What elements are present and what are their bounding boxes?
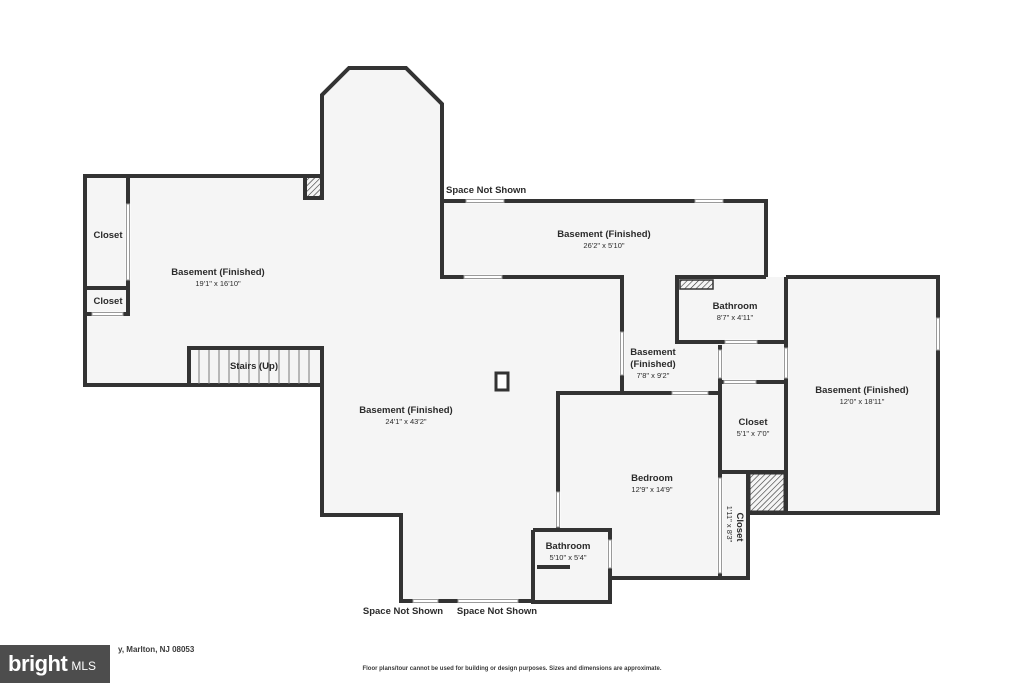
room-dim: 5'10" x 5'4" (550, 553, 587, 562)
room-name: Basement (Finished) (815, 385, 908, 396)
bright-mls-logo: bright MLS (0, 645, 110, 683)
wall (720, 472, 750, 580)
disclaimer: Floor plans/tour cannot be used for buil… (362, 666, 662, 672)
room-name: Closet (93, 296, 123, 307)
room-name: (Finished) (630, 359, 675, 370)
room-name: Bathroom (713, 301, 758, 312)
room-name: Basement (Finished) (359, 405, 452, 416)
room-name: Basement (Finished) (557, 229, 650, 240)
room-dim: 1'11" x 8'3" (725, 506, 734, 543)
wall (83, 174, 322, 387)
wall (320, 385, 533, 603)
wall (556, 391, 720, 530)
room-dim: 12'0" x 18'11" (840, 397, 885, 406)
wall (320, 66, 624, 392)
room-name: Bedroom (631, 473, 673, 484)
space-not-shown-note: Space Not Shown (457, 606, 537, 617)
room-name: Bathroom (546, 541, 591, 552)
wall (187, 346, 324, 385)
logo-sub-text: MLS (71, 659, 97, 673)
hatched-fixture (679, 279, 714, 290)
room-name: Closet (738, 417, 768, 428)
room-dim: 24'1" x 43'2" (385, 417, 426, 426)
room-name: Basement (Finished) (171, 267, 264, 278)
room-dim: 26'2" x 5'10" (583, 241, 624, 250)
room-dim: 7'8" x 9'2" (637, 371, 670, 380)
room-name: Basement (630, 347, 676, 358)
space-not-shown-note: Space Not Shown (446, 185, 526, 196)
room-dim: 8'7" x 4'11" (717, 313, 754, 322)
wall (442, 199, 768, 277)
room-dim: 19'1" x 16'10" (195, 279, 241, 288)
logo-main-text: bright (8, 651, 68, 676)
room-name: Stairs (Up) (230, 361, 278, 372)
stairs (198, 350, 310, 384)
wall (531, 528, 612, 604)
column (494, 371, 510, 392)
room-dim: 12'9" x 14'9" (631, 485, 672, 494)
property-address: y, Marlton, NJ 08053 (118, 645, 195, 654)
space-not-shown-note: Space Not Shown (363, 606, 443, 617)
floor-main (85, 68, 938, 602)
room-name: Closet (93, 230, 123, 241)
wall (786, 275, 940, 515)
column (303, 174, 324, 200)
room-dim: 5'1" x 7'0" (737, 429, 770, 438)
hatched-fixture (749, 473, 785, 512)
room-name: Closet (734, 512, 745, 542)
